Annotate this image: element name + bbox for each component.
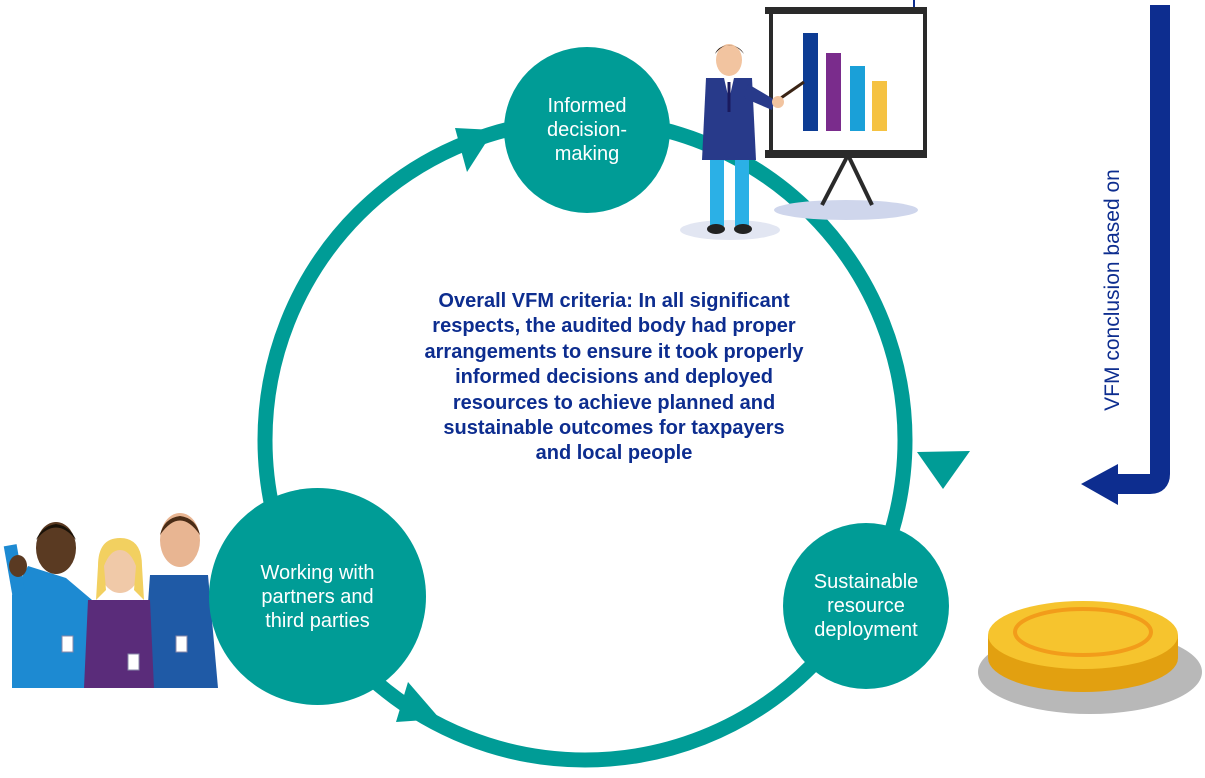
side-arrow bbox=[1081, 5, 1170, 505]
cycle-arrowhead-top bbox=[455, 128, 494, 172]
presenter-with-bar-chart-icon bbox=[680, 7, 927, 240]
node-working-label: Working with partners and third parties bbox=[260, 561, 375, 632]
overall-criteria-text: Overall VFM criteria: In all significant… bbox=[424, 290, 804, 465]
node-sustainable-label: Sustainable resource deployment bbox=[813, 571, 919, 641]
node-informed-label: Informed decision-making bbox=[546, 95, 628, 165]
node-sustainable-resource-deployment: Sustainable resource deployment bbox=[783, 523, 949, 689]
gold-coin-icon bbox=[978, 601, 1202, 714]
group-of-people-icon bbox=[3, 513, 245, 688]
cycle-arrowhead-right bbox=[917, 451, 970, 489]
node-informed-decision-making: Informed decision-making bbox=[504, 47, 670, 213]
node-working-with-partners: Working with partners and third parties bbox=[209, 488, 426, 705]
cycle-arrowhead-bottom bbox=[396, 682, 440, 722]
vfm-conclusion-label: VFM conclusion based on bbox=[1101, 169, 1124, 411]
